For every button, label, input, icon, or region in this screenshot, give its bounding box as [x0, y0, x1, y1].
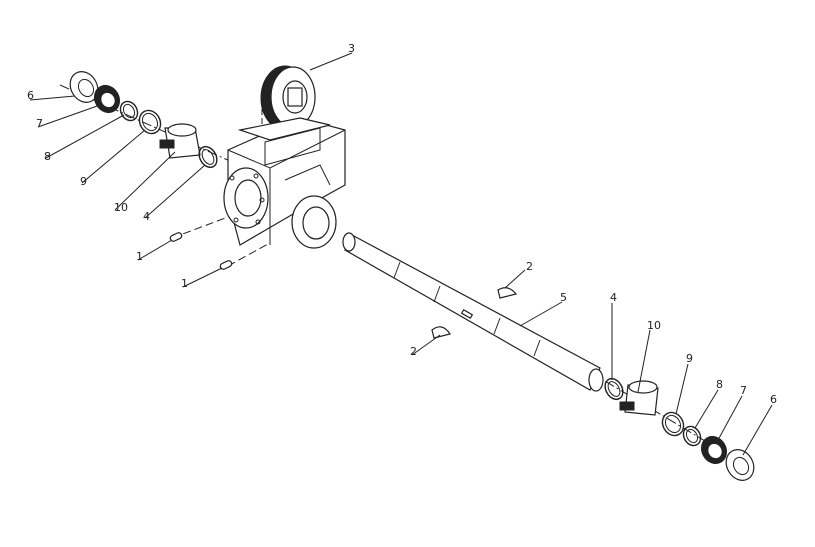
callout-6-right: 6	[770, 393, 777, 406]
callout-10-left: 10	[114, 201, 128, 214]
part-9-right-ring	[661, 411, 685, 437]
part-4-right-ring	[604, 377, 624, 401]
part-1-lower-pin	[219, 260, 233, 270]
part-6-right-washer	[725, 449, 755, 481]
callout-labels: 6 7 8 9 10 4 1 1 3 2 5 2 4 10 9 8 7 6	[27, 42, 777, 406]
part-2-lower-key	[431, 326, 451, 339]
callout-8-right: 8	[716, 378, 723, 391]
part-9-left-ring	[138, 109, 162, 135]
gearbox-housing	[223, 117, 346, 249]
part-5-shaft	[342, 232, 604, 392]
callout-5: 5	[560, 291, 567, 304]
part-7-left-bearing	[93, 84, 121, 114]
callout-4-left: 4	[143, 210, 150, 223]
part-10-left-bushing	[159, 123, 201, 159]
part-8-left-ring	[119, 100, 139, 122]
callout-6-left: 6	[27, 89, 34, 102]
callout-8-left: 8	[44, 150, 51, 163]
callout-1-upper: 1	[136, 250, 143, 263]
callout-4-right: 4	[610, 291, 617, 304]
part-8-right-ring	[682, 425, 702, 447]
part-4-left-ring	[198, 145, 218, 169]
part-1-upper-pin	[169, 232, 183, 242]
part-10-right-bushing	[619, 380, 659, 416]
callout-7-right: 7	[740, 384, 747, 397]
callout-10-right: 10	[647, 319, 661, 332]
callout-9-left: 9	[80, 175, 87, 188]
callout-7-left: 7	[36, 117, 43, 130]
leader-lines	[29, 52, 773, 456]
callout-9-right: 9	[686, 352, 693, 365]
callout-2-lower: 2	[410, 345, 417, 358]
part-7-right-bearing	[700, 435, 728, 465]
part-2-upper-key	[497, 287, 518, 299]
callout-3: 3	[348, 42, 355, 55]
callout-1-lower: 1	[181, 277, 188, 290]
callout-2-upper: 2	[526, 260, 533, 273]
part-6-left-washer	[69, 71, 99, 103]
